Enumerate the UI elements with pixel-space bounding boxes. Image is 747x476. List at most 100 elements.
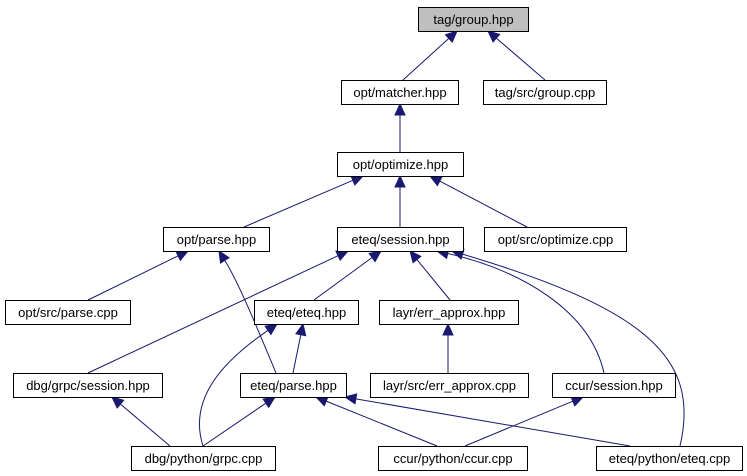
edge-eteq-parse-hpp-to-opt-parse-hpp [218,249,277,374]
arrowhead [409,250,422,264]
edge-ccur-python-ccur-cpp-to-ccur-session-hpp [464,396,585,447]
edge-dbg-python-grpc-cpp-to-eteq-eteq-hpp [199,323,278,447]
node-box [337,227,464,252]
node-box [378,446,528,471]
node-eteq-parse-hpp[interactable]: eteq/parse.hpp [240,373,347,398]
node-opt-parse-hpp[interactable]: opt/parse.hpp [163,227,270,252]
edge-opt-optimize-hpp-to-opt-matcher-hpp [394,102,406,152]
node-opt-matcher-hpp[interactable]: opt/matcher.hpp [341,80,459,105]
arrowhead [262,396,276,409]
edge-line [199,329,269,447]
arrowhead [428,175,443,187]
node-box [484,227,627,252]
edge-line [326,400,438,447]
node-box [341,80,459,105]
node-label: eteq/eteq.hpp [267,305,347,320]
node-opt-src-parse-cpp[interactable]: opt/src/parse.cpp [5,300,131,325]
node-layr-src-err-approx-cpp[interactable]: layr/src/err_approx.cpp [370,373,529,398]
edge-eteq-python-eteq-cpp-to-eteq-parse-hpp [343,393,631,447]
edge-tag-src-group-cpp-to-tag-group-hpp [487,30,546,81]
node-box [596,446,743,471]
node-box [337,152,464,177]
edge-opt-src-parse-cpp-to-opt-parse-hpp [87,250,190,301]
node-label: eteq/session.hpp [351,232,449,247]
edge-eteq-eteq-hpp-to-eteq-session-hpp [313,250,382,301]
node-box [483,80,607,105]
node-eteq-eteq-hpp[interactable]: eteq/eteq.hpp [254,300,359,325]
edge-opt-matcher-hpp-to-tag-group-hpp [402,30,458,81]
node-label: eteq/python/eteq.cpp [609,451,730,466]
edge-line [447,252,605,374]
node-box [552,373,676,398]
nodes: tag/group.hpp opt/matcher.hpp tag/src/grou… [5,7,743,471]
node-label: tag/group.hpp [433,12,513,27]
edge-eteq-python-eteq-cpp-to-eteq-session-hpp [450,248,685,447]
node-opt-optimize-hpp[interactable]: opt/optimize.hpp [337,152,464,177]
node-label: tag/src/group.cpp [495,85,595,100]
node-label: opt/src/optimize.cpp [498,232,614,247]
node-box [163,227,270,252]
edge-line [87,255,339,374]
node-ccur-session-hpp[interactable]: ccur/session.hpp [552,373,676,398]
node-box [379,300,519,325]
node-layr-err-approx-hpp[interactable]: layr/err_approx.hpp [379,300,519,325]
node-label: opt/matcher.hpp [353,85,446,100]
node-box [131,446,276,471]
edge-opt-src-optimize-cpp-to-opt-optimize-hpp [428,175,528,228]
edge-line [87,255,179,301]
arrowhead [175,250,190,262]
edges [87,30,685,447]
node-opt-src-optimize-cpp[interactable]: opt/src/optimize.cpp [484,227,627,252]
arrowhead [335,250,350,262]
edge-line [464,400,574,447]
arrowhead [343,393,358,405]
node-eteq-python-eteq-cpp[interactable]: eteq/python/eteq.cpp [596,446,743,471]
arrowhead [264,323,278,336]
node-box [13,373,163,398]
edge-line [402,38,450,81]
node-tag-group-hpp: tag/group.hpp [418,7,529,32]
arrowhead [218,249,230,264]
arrowhead [442,322,454,336]
node-label: dbg/grpc/session.hpp [26,378,150,393]
edge-line [416,259,451,301]
node-ccur-python-ccur-cpp[interactable]: ccur/python/ccur.cpp [378,446,528,471]
edge-line [313,257,373,301]
node-box [240,373,347,398]
edge-line [496,37,546,81]
arrowhead [394,102,406,116]
edge-opt-parse-hpp-to-opt-optimize-hpp [243,175,365,228]
edge-layr-src-err-approx-cpp-to-layr-err-approx-hpp [442,322,454,373]
node-label: ccur/session.hpp [565,378,663,393]
node-label: layr/src/err_approx.cpp [383,378,516,393]
edge-dbg-python-grpc-cpp-to-eteq-parse-hpp [202,396,276,447]
edge-line [243,179,354,228]
edge-line [292,334,302,374]
node-label: eteq/parse.hpp [250,378,337,393]
node-tag-src-group-cpp[interactable]: tag/src/group.cpp [483,80,607,105]
node-label: opt/optimize.hpp [353,157,448,172]
edge-line [202,402,267,447]
arrowhead [394,174,406,188]
node-label: layr/err_approx.hpp [393,305,506,320]
node-dbg-python-grpc-cpp[interactable]: dbg/python/grpc.cpp [131,446,276,471]
node-box [418,7,529,32]
edge-line [120,403,171,447]
node-label: dbg/python/grpc.cpp [145,451,263,466]
arrowhead [111,396,125,409]
node-dbg-grpc-session-hpp[interactable]: dbg/grpc/session.hpp [13,373,163,398]
node-box [5,300,131,325]
node-box [254,300,359,325]
edge-dbg-python-grpc-cpp-to-dbg-grpc-session-hpp [111,396,171,447]
edge-line [462,253,685,447]
edge-line [439,180,528,228]
node-label: opt/parse.hpp [177,232,257,247]
node-eteq-session-hpp[interactable]: eteq/session.hpp [337,227,464,252]
node-box [370,373,529,398]
edge-eteq-session-hpp-to-opt-optimize-hpp [394,174,406,227]
edge-line [224,260,277,374]
edge-line [355,398,631,447]
edge-ccur-python-ccur-cpp-to-eteq-parse-hpp [314,395,438,447]
arrowhead [350,175,365,186]
edge-layr-err-approx-hpp-to-eteq-session-hpp [409,250,451,301]
